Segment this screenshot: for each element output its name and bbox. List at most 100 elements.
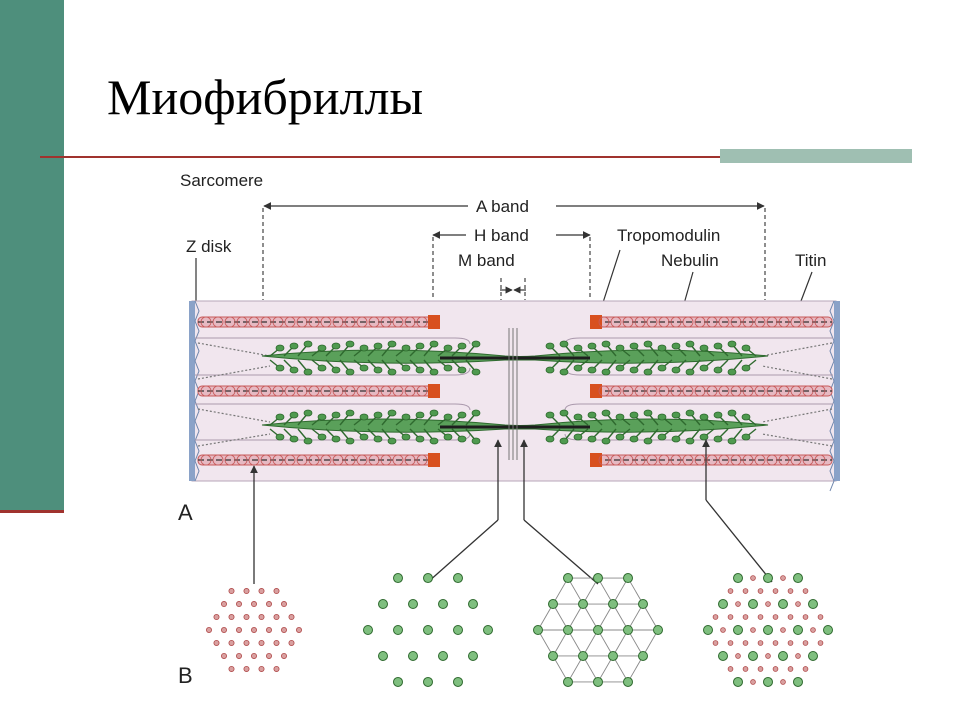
myosin-head: [727, 368, 737, 376]
myosin-head: [303, 368, 313, 376]
actin-monomer: [814, 316, 826, 328]
actin-monomer: [610, 385, 622, 397]
m-band-lines: [508, 328, 518, 460]
actin-monomer: [778, 316, 790, 328]
myosin-head: [615, 364, 625, 372]
actin-monomer: [706, 454, 718, 466]
actin-monomer: [248, 385, 260, 397]
actin-monomer: [670, 316, 682, 328]
myosin-head: [573, 413, 583, 421]
actin-monomer: [344, 454, 356, 466]
actin-monomer: [356, 454, 368, 466]
nebulin-label: Nebulin: [661, 251, 719, 270]
myosin-head: [289, 366, 299, 374]
myosin-head: [373, 342, 383, 350]
tropomodulin-cap: [428, 453, 440, 467]
titin-segments: [197, 342, 833, 447]
actin-monomer: [790, 385, 802, 397]
myosin-head: [429, 409, 439, 417]
myosin-head: [415, 366, 425, 374]
actin-monomer: [646, 454, 658, 466]
myosin-head: [429, 368, 439, 376]
actin-monomer: [308, 316, 320, 328]
myosin-head: [373, 435, 383, 443]
myosin-head: [457, 366, 467, 374]
actin-monomer: [766, 454, 778, 466]
myosin-head: [727, 340, 737, 348]
myosin-head: [727, 409, 737, 417]
slide-title: Миофибриллы: [107, 69, 424, 125]
myosin-head: [303, 340, 313, 348]
myosin-head: [629, 366, 639, 374]
actin-monomer: [320, 454, 332, 466]
myosin-head: [643, 340, 653, 348]
myosin-head: [629, 411, 639, 419]
myosin-head: [671, 366, 681, 374]
cross-section-arrows: [250, 439, 773, 585]
actin-monomer: [646, 385, 658, 397]
actin-monomer: [742, 454, 754, 466]
myosin-head: [601, 437, 611, 445]
actin-monomer: [634, 385, 646, 397]
actin-monomer: [296, 316, 308, 328]
actin-monomer: [416, 385, 428, 397]
actin-monomer: [260, 316, 272, 328]
myosin-head: [545, 435, 555, 443]
panel-a-label: A: [178, 500, 193, 525]
actin-monomer: [200, 385, 212, 397]
myosin-head: [587, 435, 597, 443]
myosin-head: [657, 344, 667, 352]
actin-monomer: [260, 454, 272, 466]
myosin-head: [559, 437, 569, 445]
actin-monomer: [296, 385, 308, 397]
actin-monomer: [416, 454, 428, 466]
myosin-head: [643, 437, 653, 445]
actin-monomer: [778, 385, 790, 397]
actin-monomer: [224, 316, 236, 328]
actin-monomer: [212, 385, 224, 397]
myosin-head: [685, 409, 695, 417]
myosin-head: [657, 413, 667, 421]
actin-monomer: [658, 385, 670, 397]
myosin-head: [401, 364, 411, 372]
actin-monomer: [598, 454, 610, 466]
m-band-label: M band: [458, 251, 515, 270]
myosin-head: [387, 340, 397, 348]
actin-monomer: [706, 385, 718, 397]
myosin-head: [615, 433, 625, 441]
actin-monomer: [356, 385, 368, 397]
left-accent-bar: [0, 0, 64, 512]
myosin-head: [741, 364, 751, 372]
myosin-head: [643, 409, 653, 417]
actin-monomer: [332, 454, 344, 466]
thin-filament-row-2: [197, 384, 833, 398]
z-disk-label: Z disk: [186, 237, 232, 256]
actin-monomer: [284, 316, 296, 328]
myosin-head: [741, 413, 751, 421]
tropomodulin-cap: [428, 384, 440, 398]
actin-monomer: [296, 454, 308, 466]
actin-monomer: [790, 454, 802, 466]
myosin-head: [443, 344, 453, 352]
myosin-head: [545, 366, 555, 374]
myosin-head: [573, 364, 583, 372]
myosin-head: [429, 437, 439, 445]
myosin-head: [331, 411, 341, 419]
myosin-head: [289, 435, 299, 443]
myosin-head: [685, 340, 695, 348]
actin-monomer: [380, 316, 392, 328]
myosin-head: [713, 342, 723, 350]
actin-monomer: [730, 385, 742, 397]
myosin-head: [359, 364, 369, 372]
actin-monomer: [754, 454, 766, 466]
myosin-head: [303, 409, 313, 417]
myosin-head: [657, 364, 667, 372]
myosin-head: [275, 413, 285, 421]
myosin-head: [387, 368, 397, 376]
myosin-head: [685, 437, 695, 445]
myosin-head: [415, 435, 425, 443]
actin-monomer: [814, 454, 826, 466]
actin-monomer: [368, 454, 380, 466]
actin-monomer: [622, 385, 634, 397]
myosin-head: [415, 342, 425, 350]
